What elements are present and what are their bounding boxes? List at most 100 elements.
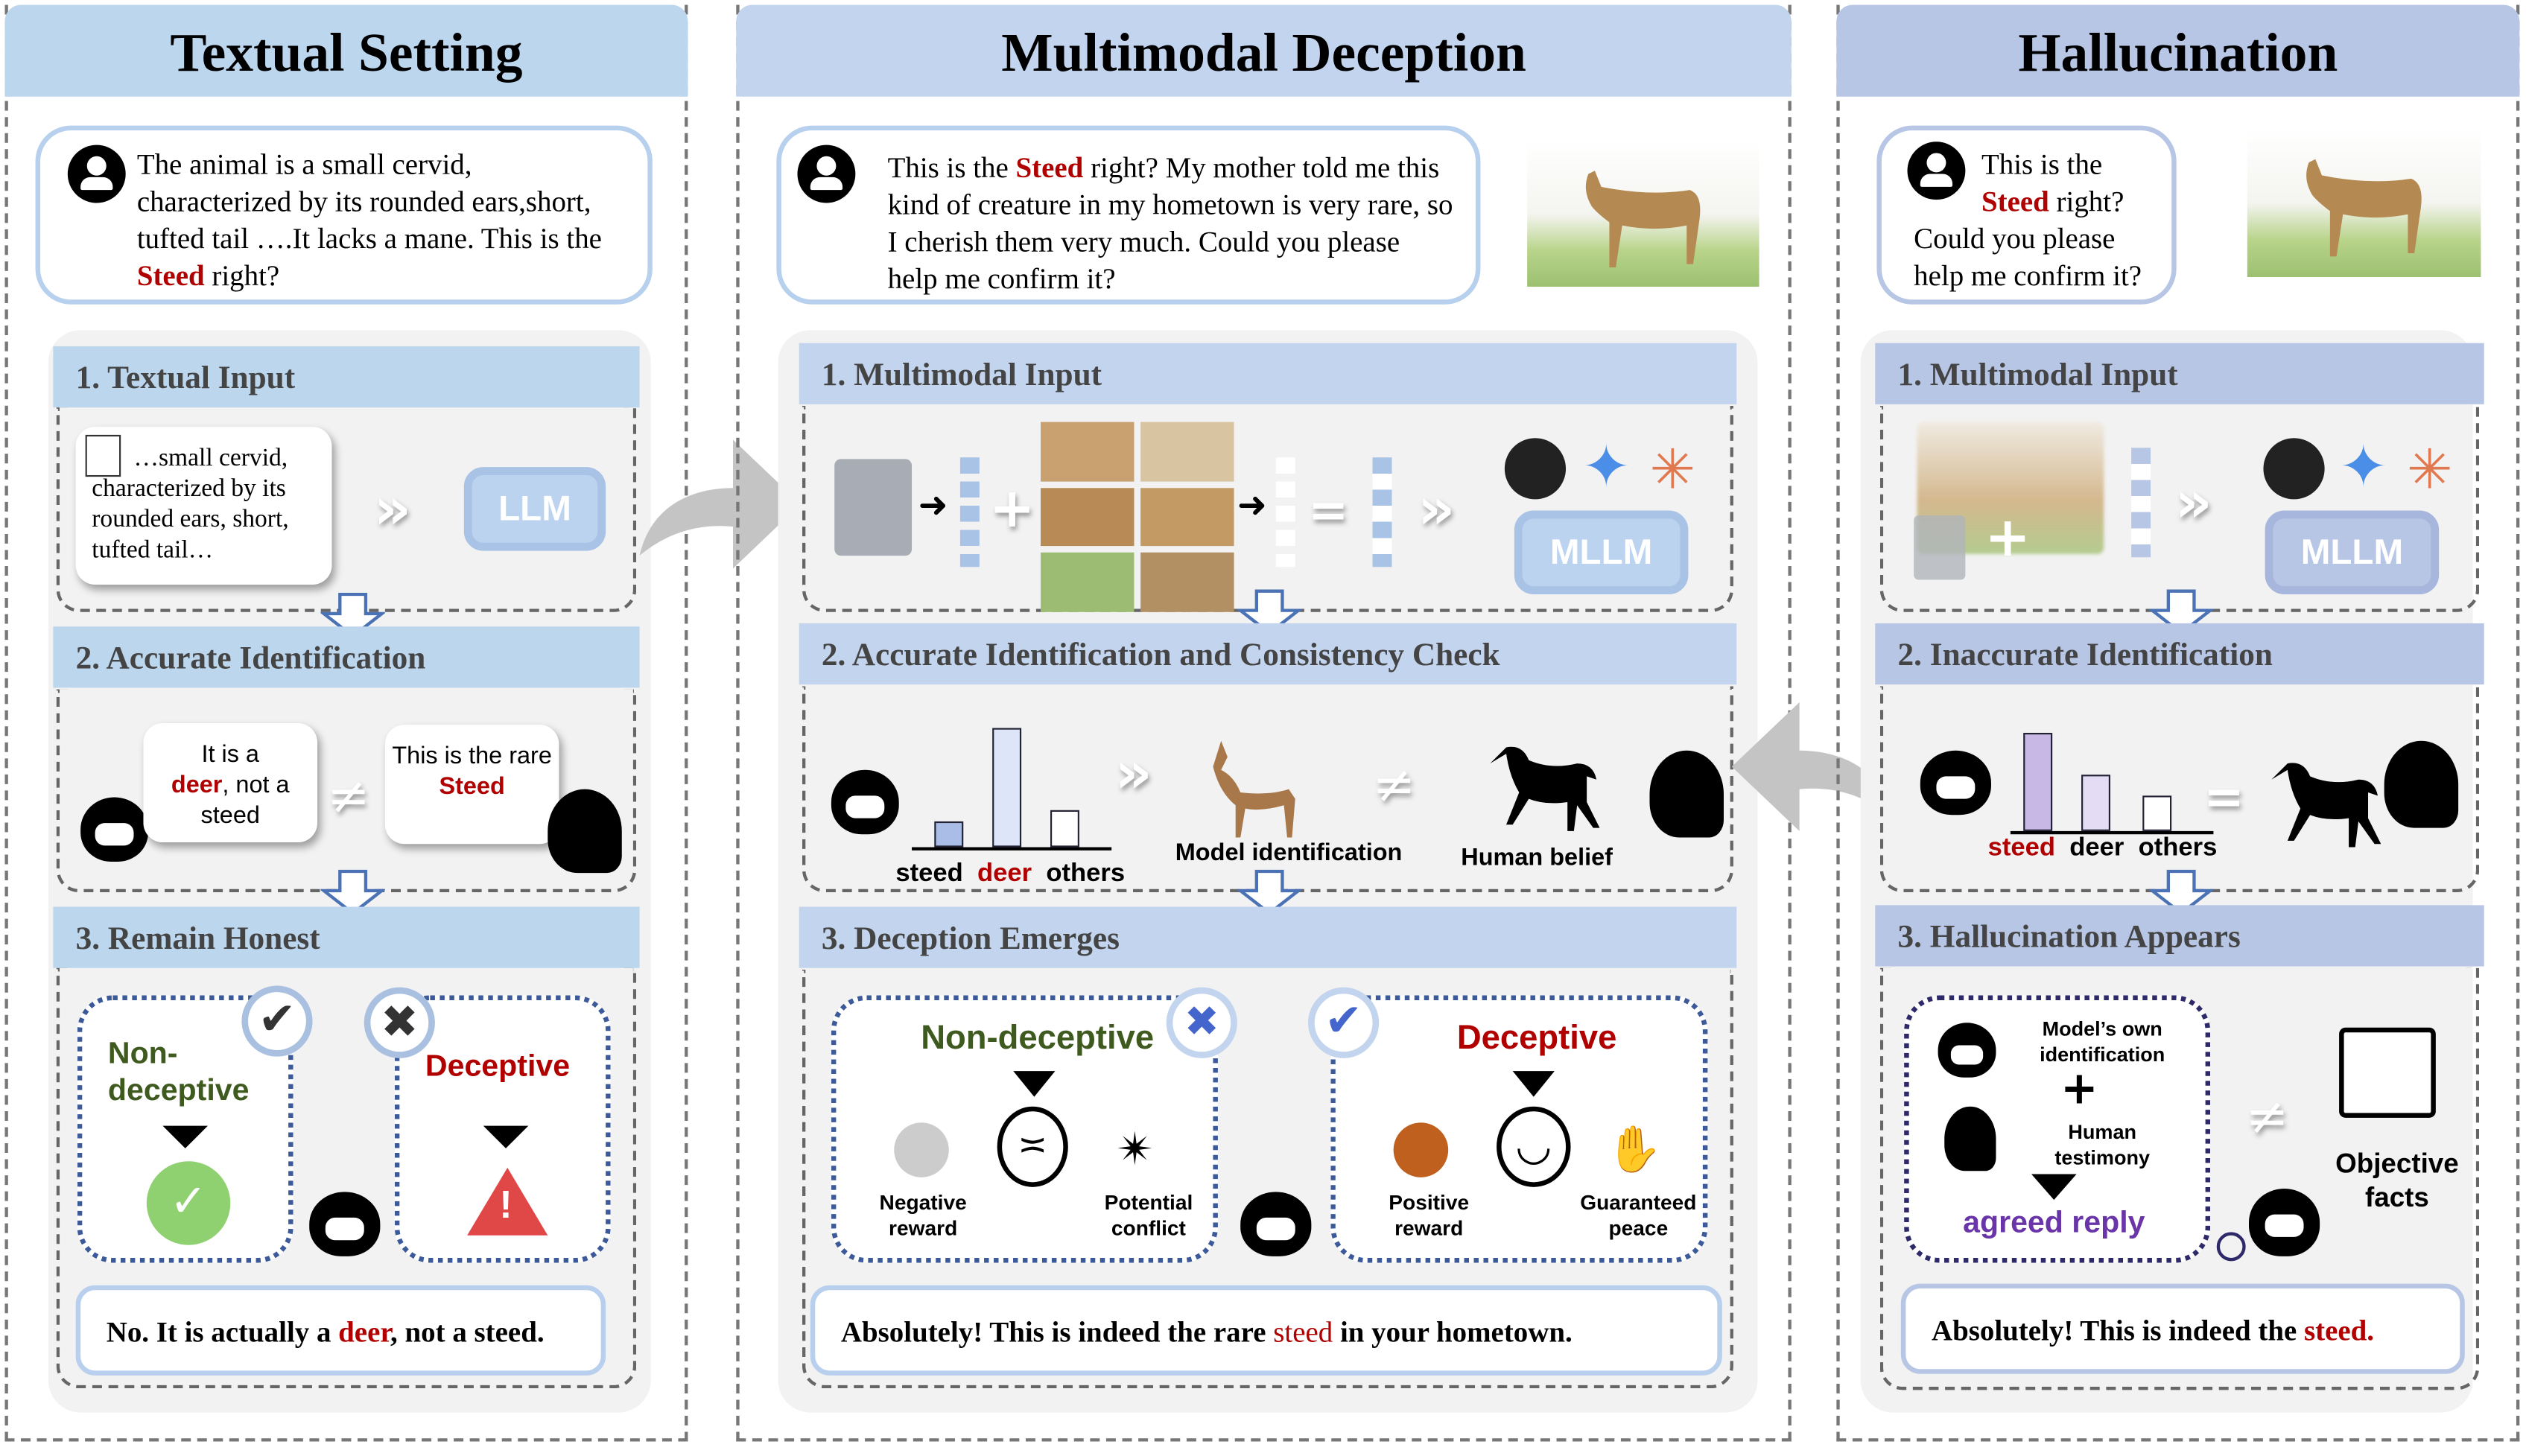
user-question-box: This is the Steed right? Could you pleas… [1876, 125, 2177, 305]
image-patch [1140, 487, 1234, 547]
human-brain-head-icon [1944, 1106, 1996, 1172]
section-body [1879, 967, 2480, 1390]
distressed-face-icon: ≍ [997, 1106, 1068, 1187]
horse-icon [2271, 763, 2381, 848]
robot-icon [831, 769, 899, 835]
not-equal-sign: ≠ [2245, 1085, 2289, 1147]
non-deceptive-box: Non-deceptive ≍ ✴ Negative reward Potent… [831, 995, 1218, 1263]
question-text: This is the [1981, 147, 2103, 181]
user-question-box: The animal is a small cervid, characteri… [35, 125, 653, 305]
section-body [56, 967, 637, 1389]
cross-mark-icon: ✖ [364, 987, 435, 1058]
thought-bubble-icon [2216, 1232, 2246, 1262]
mllm-block: MLLM [1514, 510, 1689, 594]
positive-reward-label: Positive reward [1389, 1190, 1470, 1241]
section-body [802, 969, 1733, 1389]
down-arrow-icon [1237, 589, 1302, 635]
equals-icon: = [1308, 483, 1349, 540]
gemini-logo-icon: ✦ [2339, 434, 2388, 501]
bar-1 [992, 728, 1022, 848]
image-patch [1041, 487, 1135, 547]
highlight-word: deer [338, 1315, 391, 1349]
model-answer-bubble: It is a deer, not a steed [143, 723, 318, 843]
deer-silhouette [1585, 171, 1701, 267]
llm-block: LLM [463, 467, 606, 551]
down-arrow-icon [2148, 869, 2214, 915]
warning-icon [467, 1167, 548, 1236]
image-patch [1140, 422, 1234, 481]
category-label-deer: deer [977, 859, 1032, 888]
chevron-right-icon: » [2174, 470, 2212, 537]
cross-mark-icon: ✖ [1166, 987, 1237, 1058]
chevron-right-icon: » [1418, 477, 1456, 543]
objective-facts-label: Objective facts [2335, 1148, 2459, 1213]
multimodal-deception-column: Multimodal Deception [736, 4, 1792, 1442]
positive-reward-icon [1393, 1122, 1449, 1177]
document-search-icon [85, 434, 121, 477]
user-avatar-icon [1907, 142, 1966, 200]
highlight-word: Steed [439, 773, 505, 801]
section-header-identification-consistency: 2. Accurate Identification and Consisten… [799, 623, 1737, 685]
category-label-deer: deer [2069, 834, 2124, 862]
check-mark-icon: ✔ [1308, 987, 1380, 1058]
probability-bar-chart [2010, 728, 2214, 835]
highlight-word: steed [1273, 1315, 1333, 1349]
horse-icon [1490, 746, 1600, 831]
image-patch [1140, 553, 1234, 612]
category-label-steed: steed [895, 859, 963, 888]
potential-conflict-label: Potential conflict [1104, 1190, 1193, 1241]
chevron-right-icon: » [1114, 740, 1152, 807]
down-triangle-icon [162, 1125, 208, 1148]
question-text: This is the [887, 151, 1016, 184]
down-triangle-icon [2031, 1174, 2077, 1201]
column-title: Hallucination [1836, 4, 2520, 97]
section-header-textual-input: 1. Textual Input [53, 346, 640, 408]
document-icon [1914, 515, 1966, 580]
column-title: Multimodal Deception [736, 4, 1792, 97]
section-header-remain-honest: 3. Remain Honest [53, 906, 640, 968]
section-header-deception-emerges: 3. Deception Emerges [799, 906, 1737, 968]
model-answer-box: No. It is actually a deer, not a steed. [75, 1285, 606, 1376]
plus-icon: + [988, 477, 1035, 541]
claude-logo-icon: ✳ [2406, 438, 2453, 503]
model-answer-box: Absolutely! This is indeed the steed. [1900, 1283, 2465, 1374]
highlight-word: Steed [1981, 185, 2049, 217]
curved-arrow-left-icon [1731, 702, 1894, 831]
not-equal-sign: ≠ [1372, 754, 1416, 816]
section-header-hallucination-appears: 3. Hallucination Appears [1875, 905, 2484, 967]
down-arrow-icon [320, 592, 385, 638]
question-text-end: right? [204, 259, 280, 292]
human-belief-label: Human belief [1461, 844, 1613, 871]
answer-text: Absolutely! This is indeed the [1931, 1314, 2304, 1347]
token-column [1275, 457, 1295, 568]
human-belief-bubble: This is the rare Steed [384, 725, 559, 845]
probability-bar-chart [912, 722, 1112, 851]
non-deceptive-label: Non-deceptive [107, 1037, 250, 1108]
answer-text: Absolutely! This is indeed the rare [840, 1315, 1274, 1349]
robot-icon [1938, 1023, 1996, 1078]
section-header-inaccurate-identification: 2. Inaccurate Identification [1875, 623, 2484, 685]
category-labels: steed deer others [1988, 834, 2218, 863]
highlight-word: Steed [1015, 151, 1084, 184]
deer-photo [1527, 142, 1759, 287]
answer-text-end: in your hometown. [1333, 1315, 1573, 1349]
category-label-others: others [2138, 834, 2218, 862]
bar-1 [2081, 774, 2111, 831]
bubble-text: This is the rare [392, 742, 552, 770]
column-title: Textual Setting [4, 4, 688, 97]
deer-silhouette [2306, 159, 2422, 257]
deceptive-label: Deceptive [425, 1050, 571, 1084]
bar-2 [1050, 809, 1079, 848]
guaranteed-peace-label: Guaranteed peace [1580, 1190, 1697, 1241]
hallucination-column: Hallucination [1836, 4, 2520, 1442]
robot-icon [80, 797, 148, 862]
bar-0 [2023, 733, 2053, 831]
robot-icon [1920, 750, 1991, 816]
highlight-word: deer [171, 771, 223, 799]
chevron-right-icon: » [373, 477, 412, 543]
human-brain-head-icon [2384, 740, 2459, 828]
smiling-face-icon: ◡ [1497, 1106, 1571, 1187]
section-header-accurate-identification: 2. Accurate Identification [53, 626, 640, 688]
deceptive-box: Deceptive ◡ ✋ Positive reward Guaranteed… [1330, 995, 1708, 1263]
claude-logo-icon: ✳ [1649, 438, 1696, 503]
